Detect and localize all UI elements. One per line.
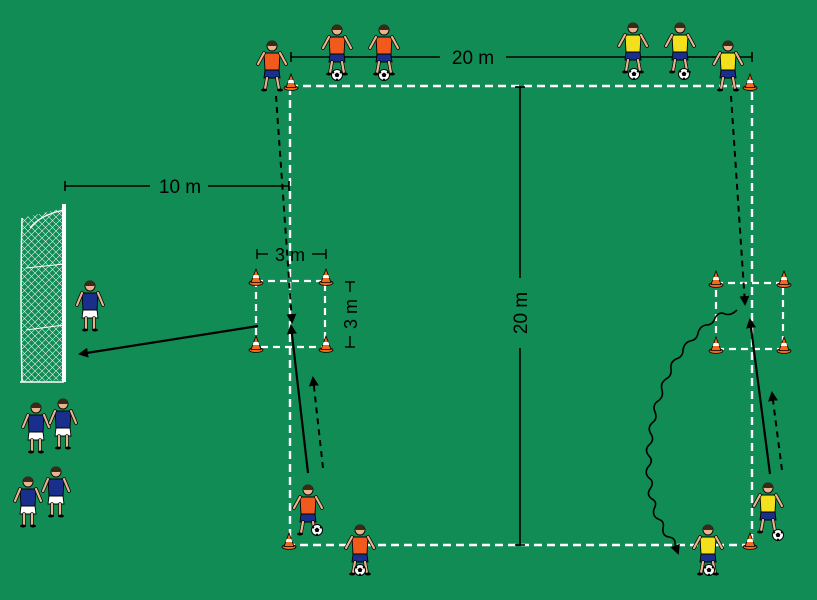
movement-arrows bbox=[78, 95, 783, 555]
left-gate-square bbox=[254, 279, 327, 349]
soccer-ball-icon bbox=[311, 524, 323, 537]
soccer-ball-icon bbox=[678, 68, 690, 81]
width-top-label: 20 m bbox=[452, 48, 494, 69]
run-arrow bbox=[730, 95, 750, 306]
run-arrow bbox=[768, 391, 783, 471]
measure-length-mid bbox=[515, 86, 525, 546]
dribble-arrow bbox=[645, 309, 738, 555]
length-mid-label: 20 m bbox=[511, 292, 532, 334]
pass-arrow bbox=[746, 318, 772, 475]
run-arrow bbox=[275, 95, 297, 324]
soccer-ball-icon bbox=[628, 68, 640, 81]
shot-arrow bbox=[78, 324, 259, 358]
soccer-ball-icon bbox=[772, 529, 784, 542]
measure-square-width bbox=[256, 249, 327, 259]
measure-square-height bbox=[345, 281, 355, 348]
soccer-ball-icon bbox=[378, 69, 390, 82]
measure-goal-distance bbox=[64, 181, 290, 191]
goal-distance-label: 10 m bbox=[159, 177, 201, 198]
pass-arrow bbox=[286, 324, 310, 474]
square-width-label: 3 m bbox=[275, 245, 305, 265]
square-height-label: 3 m bbox=[341, 299, 361, 329]
soccer-ball-icon bbox=[703, 564, 715, 577]
goal-net-icon bbox=[20, 204, 66, 383]
run-arrow bbox=[308, 376, 324, 469]
soccer-ball-icon bbox=[354, 564, 366, 577]
soccer-ball-icon bbox=[331, 69, 343, 82]
